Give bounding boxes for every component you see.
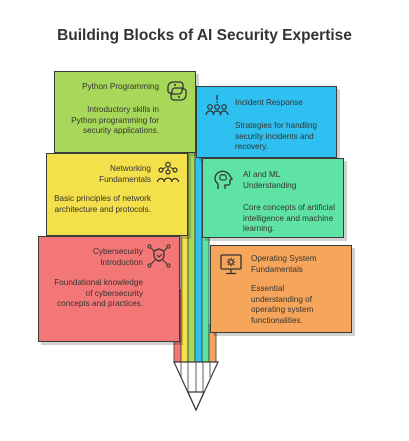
- strip-networking: [180, 219, 189, 363]
- monitor-gear-icon: [220, 253, 242, 275]
- brain-head-icon: [211, 167, 235, 191]
- network-people-icon: [157, 161, 179, 183]
- operating-system-fundamentals-heading: Operating System Fundamentals: [251, 254, 317, 274]
- operating-system-fundamentals-description: Essential understanding of operating sys…: [251, 284, 314, 325]
- python-programming-heading: Python Programming: [82, 82, 159, 91]
- python-programming-description: Introductory skills in Python programmin…: [71, 105, 159, 135]
- ai-ml-understanding-card: AI and ML Understanding Core concepts of…: [202, 158, 344, 238]
- strip-aiml: [201, 234, 210, 363]
- pencil-lead: [187, 391, 205, 412]
- networking-fundamentals-description: Basic principles of network architecture…: [54, 194, 151, 214]
- incident-response-card: Incident Response Strategies for handlin…: [196, 86, 337, 158]
- shield-network-icon: [147, 244, 171, 268]
- team-alert-icon: [205, 93, 229, 117]
- ai-ml-understanding-heading: AI and ML Understanding: [243, 170, 297, 190]
- ai-ml-understanding-description: Core concepts of artificial intelligence…: [243, 203, 335, 233]
- incident-response-heading: Incident Response: [235, 98, 303, 107]
- python-programming-card: Python Programming Introductory skills i…: [54, 71, 196, 153]
- operating-system-fundamentals-card: Operating System Fundamentals Essential …: [210, 245, 352, 333]
- python-snake-icon: [167, 80, 187, 102]
- strip-python: [187, 149, 196, 363]
- strip-incident: [194, 149, 203, 363]
- cybersecurity-introduction-card: Cybersecurity Introduction Foundational …: [38, 236, 180, 342]
- incident-response-description: Strategies for handling security inciden…: [235, 121, 317, 151]
- cybersecurity-introduction-description: Foundational knowledge of cybersecurity …: [54, 278, 143, 308]
- networking-fundamentals-card: Networking Fundamentals Basic principles…: [46, 153, 188, 236]
- networking-fundamentals-heading: Networking Fundamentals: [99, 164, 151, 184]
- diagram-title: Building Blocks of AI Security Expertise: [57, 27, 352, 44]
- cybersecurity-introduction-heading: Cybersecurity Introduction: [92, 247, 143, 267]
